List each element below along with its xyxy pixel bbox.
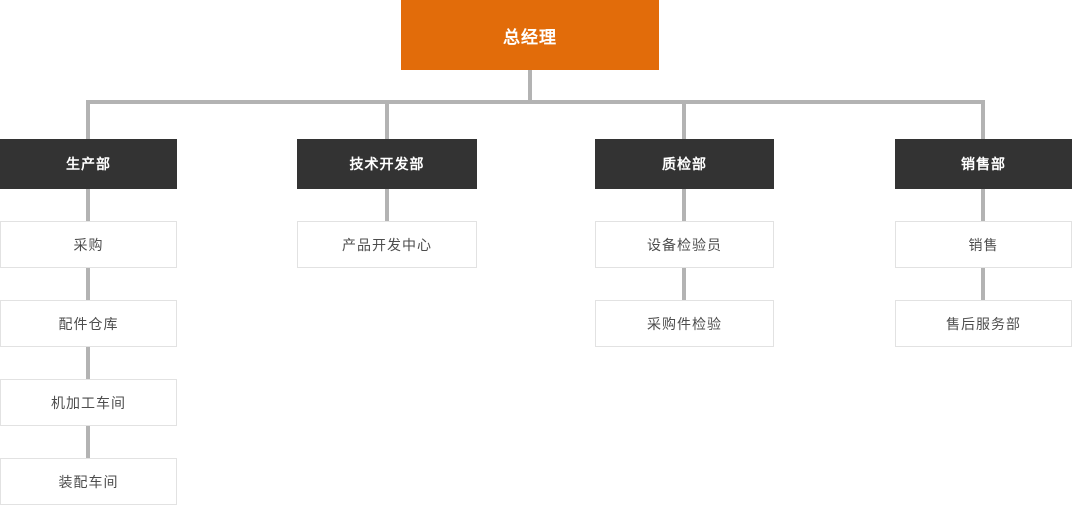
org-node-parts-warehouse[interactable]: 配件仓库 [0,300,177,347]
connector-line [86,104,90,139]
connector-line [86,426,90,458]
org-node-product-dev-center[interactable]: 产品开发中心 [297,221,477,268]
connector-line [682,268,686,300]
org-node-machining-workshop[interactable]: 机加工车间 [0,379,177,426]
connector-line [385,189,389,221]
connector-line [86,268,90,300]
connector-line [682,104,686,139]
connector-line [86,189,90,221]
org-node-purchasing[interactable]: 采购 [0,221,177,268]
org-node-sales-dept[interactable]: 销售部 [895,139,1072,189]
connector-line [981,104,985,139]
org-node-tech-development-dept[interactable]: 技术开发部 [297,139,477,189]
org-node-after-sales-service[interactable]: 售后服务部 [895,300,1072,347]
connector-root-stem [528,70,532,100]
org-node-quality-inspection-dept[interactable]: 质检部 [595,139,774,189]
connector-line [981,189,985,221]
connector-horizontal-rail [86,100,985,104]
org-node-production-dept[interactable]: 生产部 [0,139,177,189]
connector-line [981,268,985,300]
org-node-general-manager[interactable]: 总经理 [401,0,659,70]
org-node-sales[interactable]: 销售 [895,221,1072,268]
connector-line [385,104,389,139]
org-node-equipment-inspector[interactable]: 设备检验员 [595,221,774,268]
connector-line [86,347,90,379]
connector-line [682,189,686,221]
org-node-purchased-parts-inspection[interactable]: 采购件检验 [595,300,774,347]
org-node-assembly-workshop[interactable]: 装配车间 [0,458,177,505]
